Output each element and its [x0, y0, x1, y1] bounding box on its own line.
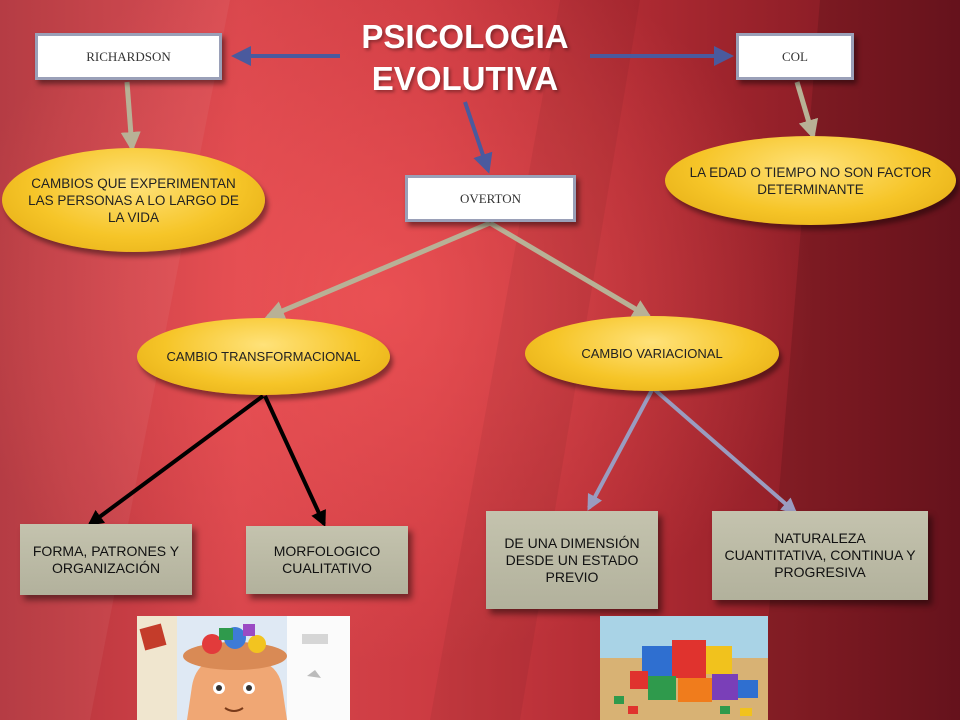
arrow-title-to-overton: [463, 101, 493, 174]
arrow-variational-to-dimension: [587, 389, 654, 511]
blocks-illustration: [600, 616, 768, 720]
arrow-variational-to-nature: [653, 388, 798, 515]
node-transformational-change: CAMBIO TRANSFORMACIONAL: [137, 318, 390, 395]
box-quantitative-continuous-progressive: NATURALEZA CUANTITATIVA, CONTINUA Y PROG…: [712, 511, 928, 600]
arrow-overton-to-variational: [488, 220, 653, 320]
arrow-overton-to-transformational: [264, 220, 491, 320]
node-variational-change: CAMBIO VARIACIONAL: [525, 316, 779, 391]
box-morphological-qualitative: MORFOLOGICO CUALITATIVO: [246, 526, 408, 594]
head-illustration: [137, 616, 350, 720]
arrow-richardson-to-definition: [120, 81, 141, 152]
author-box-col: COL: [736, 33, 854, 80]
definition-oval-richardson: CAMBIOS QUE EXPERIMENTAN LAS PERSONAS A …: [2, 148, 265, 252]
box-one-dimension-previous-state: DE UNA DIMENSIÓN DESDE UN ESTADO PREVIO: [486, 511, 658, 609]
box-form-patterns-organization: FORMA, PATRONES Y ORGANIZACIÓN: [20, 524, 192, 595]
diagram-title: PSICOLOGIA EVOLUTIVA: [361, 18, 569, 97]
arrow-col-to-definition: [794, 81, 819, 140]
arrow-transformational-to-form: [87, 394, 265, 526]
author-box-richardson: RICHARDSON: [35, 33, 222, 80]
author-box-overton: OVERTON: [405, 175, 576, 222]
open-head-with-toys-icon: [137, 616, 350, 720]
colored-blocks-icon: [600, 616, 768, 720]
definition-oval-col: LA EDAD O TIEMPO NO SON FACTOR DETERMINA…: [665, 136, 956, 225]
arrow-transformational-to-morphological: [263, 395, 326, 527]
